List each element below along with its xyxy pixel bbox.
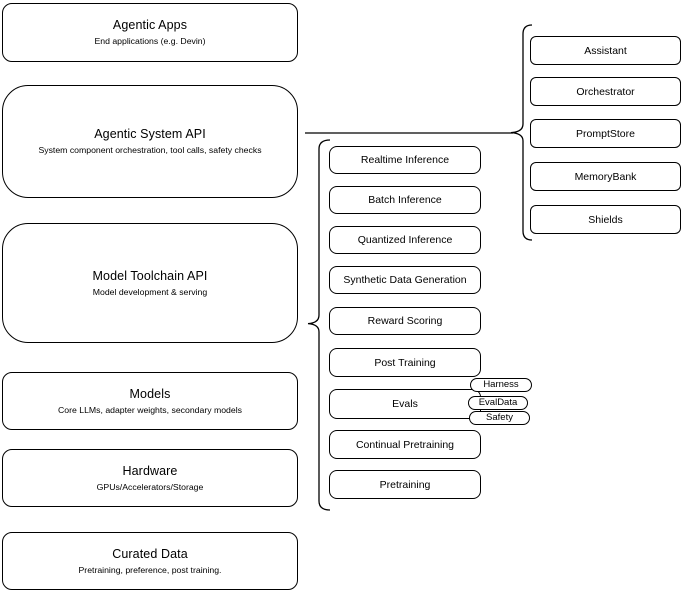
node-model-toolchain-api: Model Toolchain API Model development & … bbox=[2, 223, 298, 343]
node-synthetic-data-generation: Synthetic Data Generation bbox=[329, 266, 481, 294]
toolchain-brace bbox=[307, 139, 331, 511]
node-title: Model Toolchain API bbox=[92, 268, 208, 283]
node-title: Hardware bbox=[122, 463, 178, 478]
system-brace bbox=[510, 24, 533, 241]
node-subtitle: Model development & serving bbox=[92, 286, 208, 297]
node-subtitle: GPUs/Accelerators/Storage bbox=[96, 481, 204, 492]
node-reward-scoring: Reward Scoring bbox=[329, 307, 481, 335]
node-agentic-system-api: Agentic System API System component orch… bbox=[2, 85, 298, 198]
node-promptstore: PromptStore bbox=[530, 119, 681, 148]
node-quantized-inference: Quantized Inference bbox=[329, 226, 481, 254]
node-hardware: Hardware GPUs/Accelerators/Storage bbox=[2, 449, 298, 507]
node-orchestrator: Orchestrator bbox=[530, 77, 681, 106]
node-curated-data: Curated Data Pretraining, preference, po… bbox=[2, 532, 298, 590]
node-pretraining: Pretraining bbox=[329, 470, 481, 499]
node-title: Agentic Apps bbox=[112, 18, 188, 32]
node-agentic-apps: Agentic Apps End applications (e.g. Devi… bbox=[2, 3, 298, 62]
node-shields: Shields bbox=[530, 205, 681, 234]
pill-harness: Harness bbox=[470, 378, 532, 392]
node-batch-inference: Batch Inference bbox=[329, 186, 481, 214]
node-memorybank: MemoryBank bbox=[530, 162, 681, 191]
node-assistant: Assistant bbox=[530, 36, 681, 65]
node-subtitle: Core LLMs, adapter weights, secondary mo… bbox=[58, 404, 242, 415]
node-title: Curated Data bbox=[112, 546, 188, 561]
pill-evaldata: EvalData bbox=[468, 396, 528, 410]
node-continual-pretraining: Continual Pretraining bbox=[329, 430, 481, 459]
node-subtitle: Pretraining, preference, post training. bbox=[78, 564, 222, 575]
node-subtitle: System component orchestration, tool cal… bbox=[38, 145, 262, 155]
node-models: Models Core LLMs, adapter weights, secon… bbox=[2, 372, 298, 430]
node-realtime-inference: Realtime Inference bbox=[329, 146, 481, 174]
node-evals: Evals bbox=[329, 389, 481, 419]
node-title: Agentic System API bbox=[94, 127, 206, 141]
node-post-training: Post Training bbox=[329, 348, 481, 377]
node-title: Models bbox=[129, 386, 171, 401]
pill-safety: Safety bbox=[469, 411, 530, 425]
node-subtitle: End applications (e.g. Devin) bbox=[94, 36, 206, 46]
